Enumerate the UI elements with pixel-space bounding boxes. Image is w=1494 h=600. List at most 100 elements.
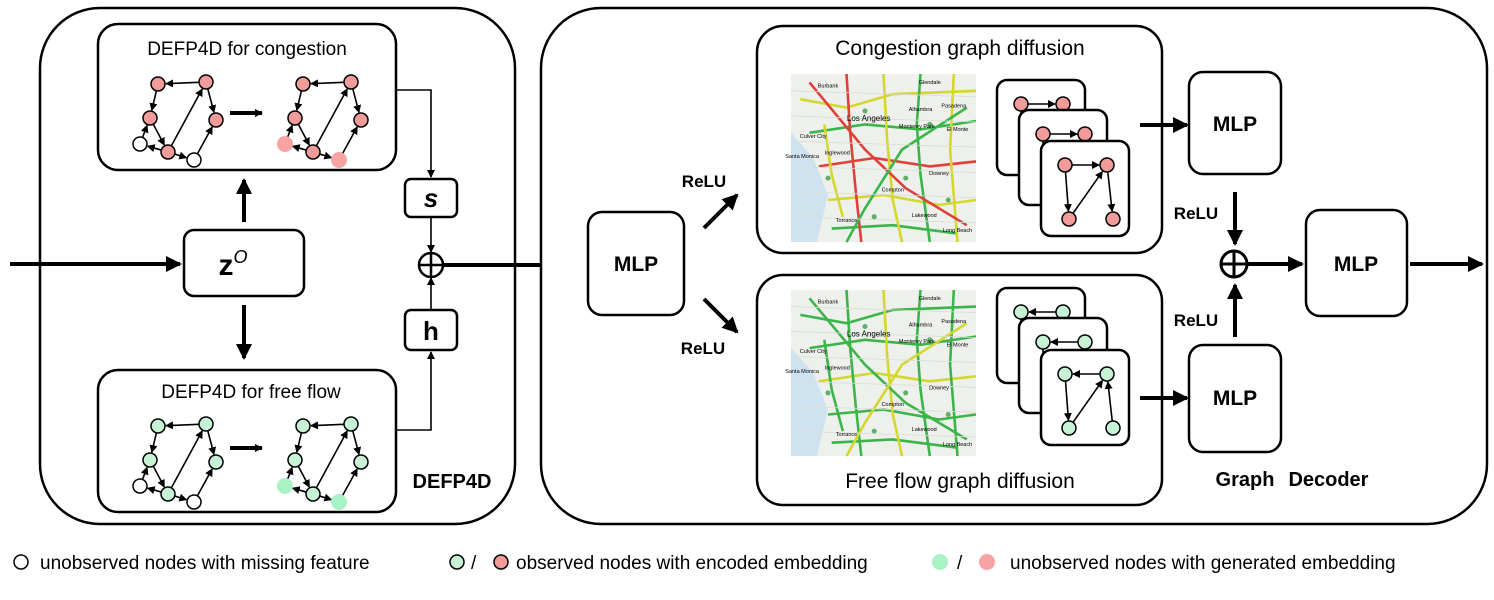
map-town-label: Compton	[882, 402, 904, 408]
graph-edge	[1072, 379, 1104, 423]
minor-road	[790, 166, 977, 173]
map-town-label: Burbank	[818, 299, 839, 305]
observed-node	[1061, 420, 1077, 436]
congestion-graph-stack	[995, 78, 1131, 238]
road-line	[808, 297, 968, 441]
graph-edge	[309, 421, 345, 430]
graph-edge	[291, 486, 307, 494]
observed-node	[208, 454, 224, 470]
legend-observed-freeflow-icon	[449, 554, 465, 570]
observed-node	[343, 74, 359, 90]
park-marker	[927, 337, 933, 343]
ocean-area	[791, 348, 828, 456]
graph-edge	[352, 88, 362, 114]
legend-observed-congestion-icon	[493, 554, 509, 570]
map-town-label: Glendale	[919, 80, 941, 86]
map-town-label: Compton	[882, 188, 904, 194]
map-town-label: Downey	[929, 386, 949, 392]
decoder-plus-icon	[1219, 249, 1249, 279]
observed-node	[160, 486, 176, 502]
legend-slash-2: /	[957, 553, 963, 574]
map-town-label: Torrance	[836, 432, 857, 438]
map-town-label: Glendale	[919, 296, 941, 302]
freeflow-map: Los AngelesBurbankGlendalePasadenaAlhamb…	[785, 289, 977, 457]
generated-node	[277, 136, 293, 152]
map-town-label: Pasadena	[941, 104, 967, 110]
map-town-label: Alhambra	[909, 323, 933, 329]
graph-edge	[196, 468, 213, 497]
road-line	[831, 223, 958, 235]
road-line	[809, 335, 977, 350]
graph-edge	[196, 126, 213, 155]
observed-node	[1035, 126, 1051, 142]
decoder-mlp-output	[1304, 208, 1409, 318]
minor-road	[790, 405, 977, 413]
latent-z-box	[182, 228, 306, 298]
decoder-mlp-input-label: MLP	[614, 253, 658, 276]
encoder-congestion-graph	[132, 74, 369, 168]
map-town-label: Inglewood	[825, 366, 850, 372]
graph-edge	[319, 493, 333, 502]
map-city-label: Los Angeles	[847, 329, 891, 338]
graph-edge	[146, 486, 162, 494]
map-town-label: Downey	[929, 171, 949, 177]
road-line	[823, 339, 845, 432]
graph-edge	[152, 465, 165, 488]
map-town-label: El Monte	[947, 127, 969, 133]
map-town-label: Inglewood	[825, 151, 850, 157]
graph-edge	[341, 126, 358, 155]
legend-generated-congestion-icon	[979, 554, 995, 570]
map-town-label: Monterey Park	[899, 339, 935, 345]
relu-label-bottom: ReLU	[681, 339, 725, 358]
latent-z-label: zO	[218, 247, 247, 282]
graph-edge	[164, 79, 200, 88]
decoder-mlp-output-label: MLP	[1334, 253, 1378, 276]
observed-node	[142, 452, 158, 468]
generated-node	[331, 152, 347, 168]
graph-edge	[315, 430, 348, 489]
s-label: s	[424, 183, 438, 213]
encoder-freeflow-graph	[132, 416, 369, 510]
minor-road	[790, 380, 977, 388]
observed-node	[1013, 304, 1029, 320]
decoder-mlp-congestion-label: MLP	[1213, 113, 1257, 136]
graph-edge	[319, 151, 333, 160]
map-town-label: Santa Monica	[785, 154, 820, 160]
observed-node	[295, 76, 311, 92]
relu-label-decoder-bottom: ReLU	[1174, 311, 1218, 330]
road-line	[800, 305, 977, 325]
graph-edge	[152, 123, 165, 146]
ocean-area	[791, 132, 828, 242]
park-marker	[862, 108, 868, 114]
map-town-label: Monterey Park	[899, 124, 935, 130]
missing-node	[186, 494, 202, 510]
park-marker	[945, 197, 951, 203]
relu-arrow-bottom	[702, 297, 739, 334]
observed-node	[287, 452, 303, 468]
road-line	[845, 289, 863, 457]
park-marker	[825, 175, 831, 181]
relu-label-top: ReLU	[682, 172, 726, 191]
observed-node	[150, 418, 166, 434]
graph-edge	[285, 466, 294, 480]
road-line	[845, 106, 968, 243]
park-marker	[871, 214, 877, 220]
park-marker	[945, 412, 951, 417]
graph-edge	[1072, 170, 1104, 214]
legend-unobserved-missing-text: unobserved nodes with missing feature	[40, 553, 370, 574]
missing-node	[186, 152, 202, 168]
congestion-to-s-line	[396, 89, 435, 178]
observed-node	[1061, 211, 1077, 227]
observed-node	[1057, 157, 1073, 173]
encoder-freeflow-title: DEFP4D for free flow	[161, 382, 341, 403]
graph-edge	[309, 79, 345, 88]
map-town-label: El Monte	[947, 342, 969, 348]
graph-edge	[164, 421, 200, 430]
graph-edge	[207, 88, 217, 114]
graph-edge	[174, 493, 188, 502]
road-line	[948, 289, 959, 457]
road-line	[845, 322, 968, 457]
graph-edge	[170, 430, 203, 489]
map-town-label: Culver City	[800, 134, 827, 140]
